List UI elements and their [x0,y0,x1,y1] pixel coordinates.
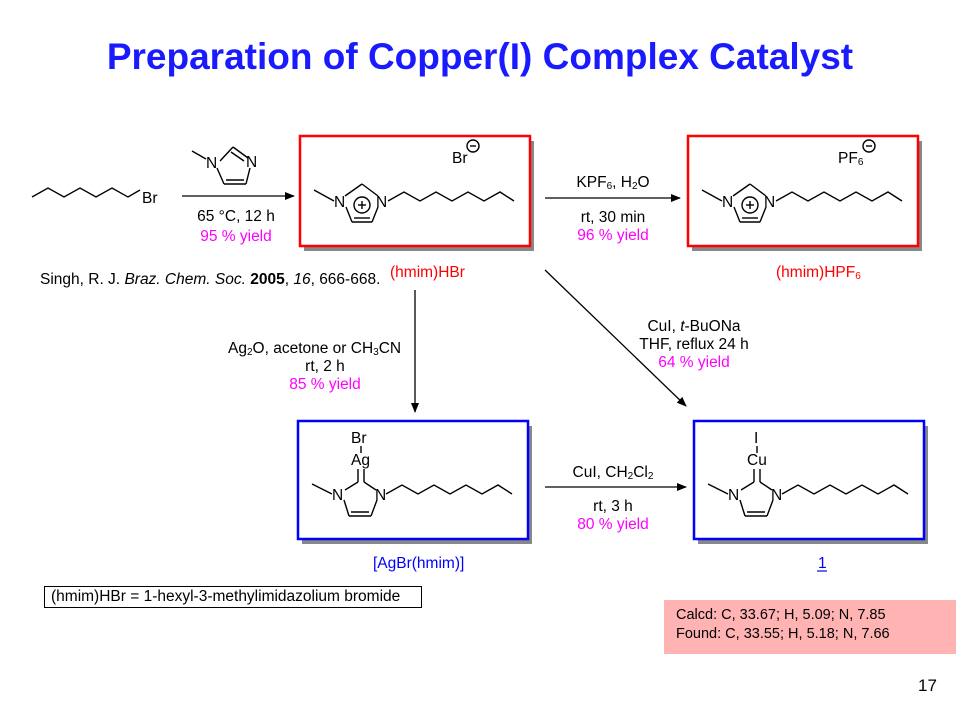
reference-citation: Singh, R. J. Braz. Chem. Soc. 2005, 16, … [40,271,381,288]
step1-yield: 95 % yield [200,228,272,245]
frame-cu-complex [692,419,928,544]
hmim-hpf6-anion: PF6 [838,150,863,168]
methylimidazole-n3: N [246,154,258,171]
page-number: 17 [918,676,937,695]
hexyl-chain-reagent [31,187,141,198]
hmim-hpf6-n3: N [764,194,776,211]
step2-reagent-sub2: 2 [631,181,638,192]
reference-authors: Singh, R. J. [40,271,125,288]
hmim-hbr-n3: N [376,194,388,211]
hmim-hpf6-n1: N [722,194,734,211]
step5-reagent-rest: Cl [633,464,648,481]
frame-hmim-hbr [298,134,534,251]
step3-reagent-text: Ag [228,340,247,357]
step1-conditions: 65 °C, 12 h [197,208,275,225]
page-title: Preparation of Copper(I) Complex Catalys… [106,36,854,77]
methylimidazole-ring [191,146,251,185]
label-hmim-hpf6: (hmim)HPF6 [776,264,861,282]
step3-reagent-sub2: 3 [373,347,379,358]
step2-reagent-text: KPF [576,174,607,191]
step4-reagent-c: -BuONa [684,318,741,335]
frame-ag-complex [296,419,532,544]
hmim-hpf6-structure [701,139,903,223]
elemental-analysis-box: Calcd: C, 33.67; H, 5.09; N, 7.85 Found:… [664,600,956,654]
reference-volume: 16 [293,271,311,288]
cu-complex-n1: N [728,487,740,504]
hmim-hbr-n1: N [334,194,346,211]
step5-conditions: rt, 3 h [593,498,633,515]
cu-complex-metal: Cu [747,452,767,469]
step3-reagent-rest: O, acetone or CH [252,340,374,357]
ag-complex-structure [311,446,513,517]
reference-year: 2005 [250,271,285,288]
frame-hmim-hpf6 [686,134,922,251]
methylimidazole-n1: N [206,155,218,172]
step5-reagent-sub2: 2 [647,471,654,482]
step4-reagent-italic: t [680,318,685,335]
step5-reagent-sub: 2 [627,471,634,482]
step3-reagents: Ag2O, acetone or CH3CN [228,340,401,358]
ag-complex-metal: Ag [351,452,370,469]
step2-yield: 96 % yield [577,227,649,244]
anion-symbol: PF [838,150,858,167]
found-line: Found: C, 33.55; H, 5.18; N, 7.66 [676,626,890,642]
ag-complex-br: Br [351,430,367,447]
step3-conditions: rt, 2 h [305,358,345,375]
calcd-line: Calcd: C, 33.67; H, 5.09; N, 7.85 [676,607,886,623]
step2-conditions: rt, 30 min [580,209,646,226]
step3-yield: 85 % yield [289,376,361,393]
step2-reagent-end: O [637,174,650,191]
hmim-hbr-anion: Br [452,150,468,167]
step4-conditions: THF, reflux 24 h [639,336,749,353]
hexyl-bromide-br: Br [142,190,158,207]
cu-complex-i: I [754,430,759,447]
definition-box: (hmim)HBr = 1-hexyl-3-methylimidazolium … [44,586,422,608]
label-ag-complex: [AgBr(hmim)] [373,555,465,572]
step5-yield: 80 % yield [577,516,649,533]
cu-complex-structure [707,446,909,517]
reference-pages: , 666-668. [310,271,381,288]
step4-reagents: CuI, t-BuONa [624,318,764,336]
step3-reagent-sub: 2 [246,347,253,358]
step2-reagent-rest: , H [612,174,632,191]
arrow-step4 [544,269,687,407]
label-hmim-hbr: (hmim)HBr [390,264,465,281]
step2-reagent-sub: 6 [606,181,613,192]
step4-yield: 64 % yield [658,354,730,371]
label-compound-1: 1 [818,555,827,572]
step5-reagent-text: CuI, CH [572,464,628,481]
label-hmim-hpf6-text: (hmim)HPF [776,264,856,281]
step2-reagents: KPF6, H2O [548,174,678,192]
hmim-hbr-structure [313,139,515,223]
ag-complex-n1: N [332,487,344,504]
step4-reagent-a: CuI, [647,318,681,335]
step3-reagent-end: CN [378,340,402,357]
ag-complex-n3: N [375,487,387,504]
reference-journal: Braz. Chem. Soc. [124,271,246,288]
anion-subscript: 6 [857,157,864,168]
label-hmim-hpf6-sub: 6 [855,271,861,282]
cu-complex-n3: N [771,487,783,504]
step5-reagents: CuI, CH2Cl2 [548,464,678,482]
